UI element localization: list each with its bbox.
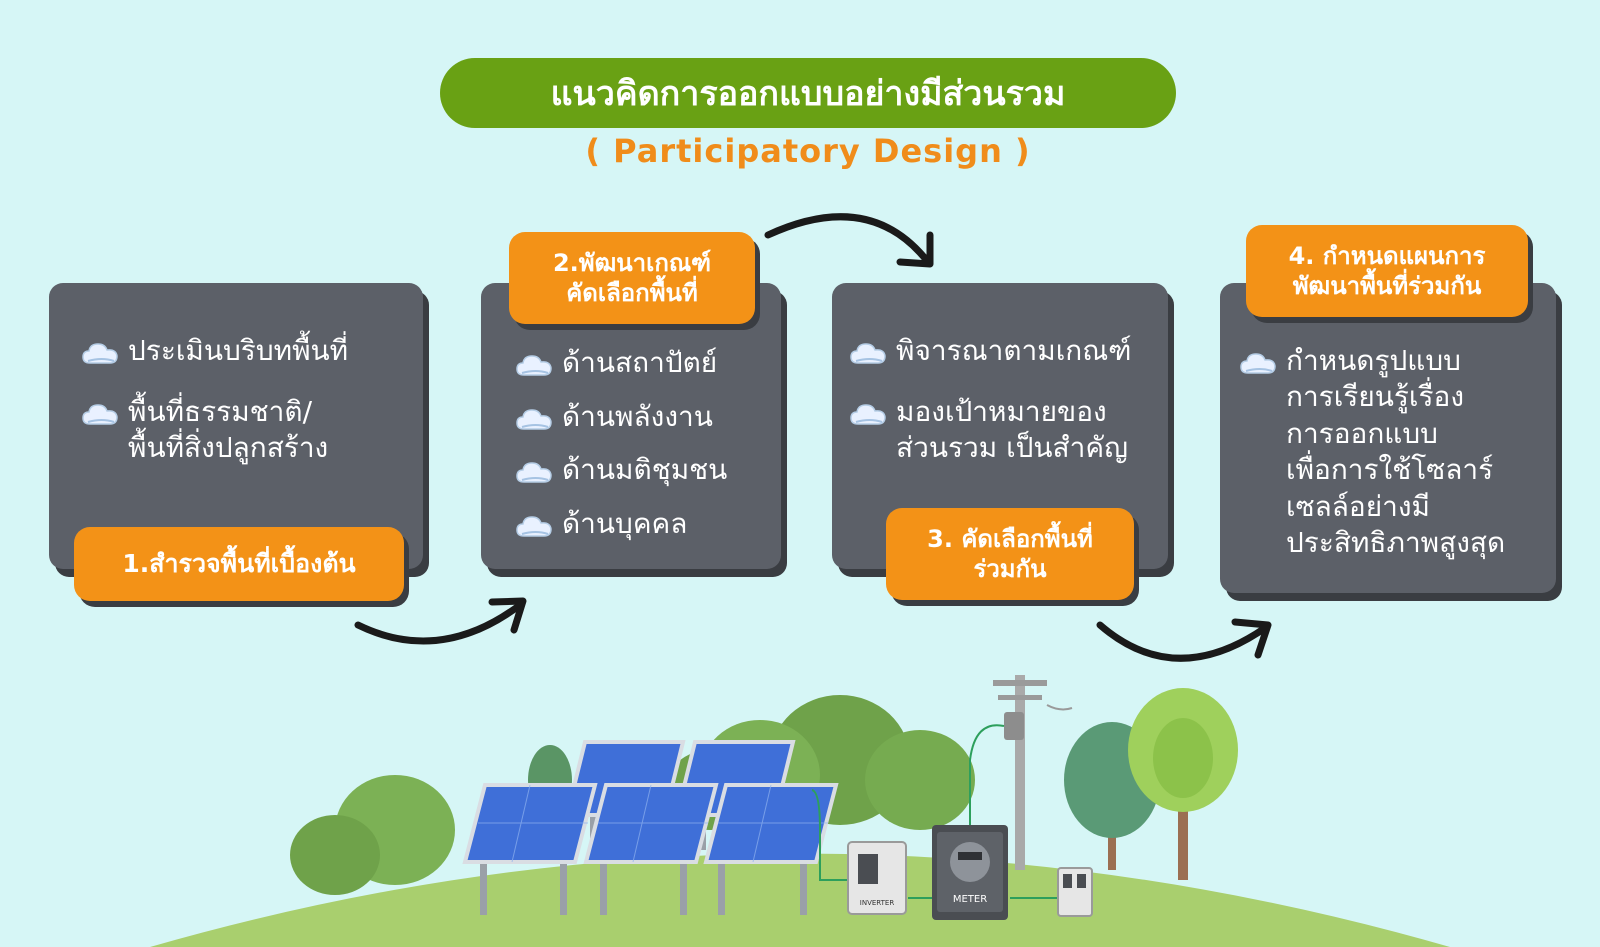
solar-panels-front	[462, 783, 839, 864]
cloud-icon	[516, 407, 552, 431]
cloud-icon	[850, 341, 886, 365]
step-1-item-1-text: ประเมินบริบทพื้นที่	[128, 334, 349, 367]
step-1-item-2: พื้นที่ธรรมชาติ/ พื้นที่สิ่งปลูกสร้าง	[82, 394, 328, 467]
step-2-item-1: ด้านสถาปัตย์	[516, 345, 717, 381]
step-4-tag: 4. กำหนดแผนการ พัฒนาพื้นที่ร่วมกัน	[1246, 225, 1528, 317]
cloud-icon	[82, 341, 118, 365]
step-3-tag: 3. คัดเลือกพื้นที่ ร่วมกัน	[886, 508, 1134, 600]
step-1-tag: 1.สำรวจพื้นที่เบื้องต้น	[74, 527, 404, 601]
inverter-label: INVERTER	[860, 899, 895, 907]
meter-box: METER	[932, 825, 1008, 920]
step-1-item-2-text: พื้นที่ธรรมชาติ/ พื้นที่สิ่งปลูกสร้าง	[128, 395, 329, 465]
cloud-icon	[516, 460, 552, 484]
step-2-item-3: ด้านมติชุมชน	[516, 452, 727, 488]
step-2-tag: 2.พัฒนาเกณฑ์ คัดเลือกพื้นที่	[509, 232, 755, 324]
step-2-item-4: ด้านบุคคล	[516, 506, 687, 542]
meter-label: METER	[953, 894, 987, 905]
step-1-card	[49, 283, 423, 569]
wires	[811, 789, 1060, 899]
step-3-item-1-text: พิจารณาตามเกณฑ์	[896, 334, 1132, 367]
utility-pole	[969, 675, 1073, 870]
page-title: แนวคิดการออกแบบอย่างมีส่วนรวม	[440, 58, 1176, 128]
inverter-box: INVERTER	[847, 841, 907, 915]
step-2-item-1-text: ด้านสถาปัตย์	[562, 346, 718, 379]
step-3-item-1: พิจารณาตามเกณฑ์	[850, 333, 1131, 369]
step-2-item-4-text: ด้านบุคคล	[562, 507, 688, 540]
step-4-item-1: กำหนดรูปแบบ การเรียนรู้เรื่อง การออกแบบ …	[1240, 343, 1505, 561]
curved-arrow-icon	[1096, 618, 1272, 662]
step-4-card	[1220, 283, 1556, 593]
step-2-item-2: ด้านพลังงาน	[516, 399, 713, 435]
cloud-icon	[850, 402, 886, 426]
cloud-icon	[82, 402, 118, 426]
cloud-icon	[1240, 351, 1276, 375]
breaker-box	[1057, 867, 1093, 917]
curved-arrow-icon	[354, 597, 527, 645]
page-subtitle: ( Participatory Design )	[585, 132, 1031, 170]
trees	[1064, 688, 1238, 880]
step-2-item-3-text: ด้านมติชุมชน	[562, 453, 728, 486]
step-1-item-1: ประเมินบริบทพื้นที่	[82, 333, 348, 369]
cloud-icon	[516, 514, 552, 538]
step-2-item-2-text: ด้านพลังงาน	[562, 400, 713, 433]
step-4-item-1-text: กำหนดรูปแบบ การเรียนรู้เรื่อง การออกแบบ …	[1286, 344, 1506, 559]
curved-arrow-icon	[764, 213, 934, 268]
step-3-item-2: มองเป้าหมายของ ส่วนรวม เป็นสำคัญ	[850, 394, 1128, 467]
step-3-item-2-text: มองเป้าหมายของ ส่วนรวม เป็นสำคัญ	[896, 395, 1128, 465]
cloud-icon	[516, 353, 552, 377]
